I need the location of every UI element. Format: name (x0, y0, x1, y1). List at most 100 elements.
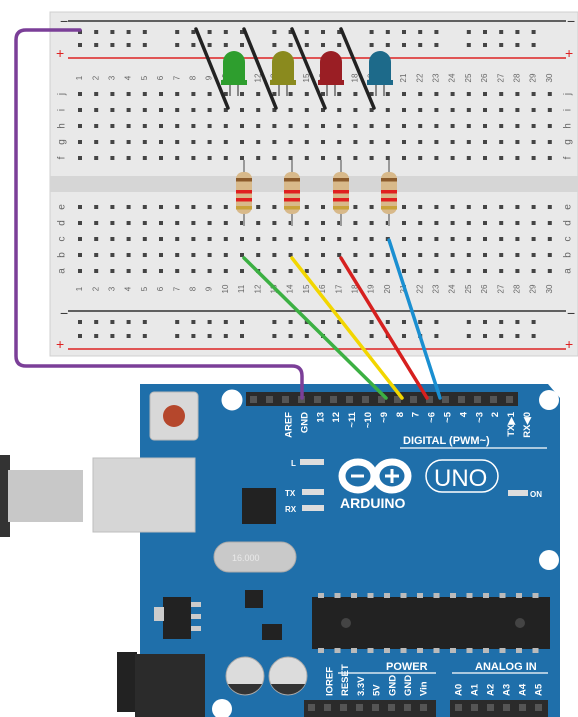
hole[interactable] (466, 205, 471, 209)
hole[interactable] (175, 205, 180, 209)
hole[interactable] (321, 140, 325, 144)
hole[interactable] (288, 124, 293, 128)
header-pin[interactable] (314, 396, 321, 403)
rail-hole[interactable] (418, 30, 423, 34)
hole[interactable] (353, 237, 358, 241)
hole[interactable] (466, 253, 471, 257)
hole[interactable] (94, 237, 99, 241)
hole[interactable] (434, 156, 439, 160)
hole[interactable] (515, 92, 520, 96)
hole[interactable] (142, 140, 147, 144)
hole[interactable] (207, 269, 212, 273)
hole[interactable] (240, 108, 244, 112)
rail-hole[interactable] (369, 43, 374, 47)
rail-hole[interactable] (337, 30, 342, 34)
hole[interactable] (434, 140, 439, 144)
hole[interactable] (499, 108, 504, 112)
header-pin[interactable] (535, 704, 542, 711)
rail-hole[interactable] (175, 43, 180, 47)
hole[interactable] (126, 253, 131, 257)
rail-hole[interactable] (272, 30, 277, 34)
hole[interactable] (159, 108, 163, 112)
rail-hole[interactable] (483, 43, 487, 47)
hole[interactable] (223, 124, 228, 128)
hole[interactable] (240, 92, 244, 96)
hole[interactable] (110, 92, 115, 96)
rail-hole[interactable] (499, 334, 504, 338)
hole[interactable] (337, 221, 342, 225)
hole[interactable] (288, 108, 293, 112)
hole[interactable] (159, 269, 163, 273)
header-pin[interactable] (426, 396, 433, 403)
hole[interactable] (369, 124, 374, 128)
rail-hole[interactable] (483, 320, 487, 324)
rail-hole[interactable] (466, 320, 471, 324)
hole[interactable] (110, 156, 115, 160)
rail-hole[interactable] (142, 30, 147, 34)
hole[interactable] (142, 156, 147, 160)
hole[interactable] (110, 221, 115, 225)
hole[interactable] (126, 92, 131, 96)
hole[interactable] (418, 156, 423, 160)
header-pin[interactable] (506, 396, 513, 403)
header-pin[interactable] (378, 396, 385, 403)
hole[interactable] (175, 92, 180, 96)
header-pin[interactable] (503, 704, 510, 711)
hole[interactable] (78, 221, 82, 225)
hole[interactable] (288, 156, 293, 160)
rail-hole[interactable] (191, 30, 196, 34)
hole[interactable] (256, 221, 261, 225)
hole[interactable] (515, 140, 520, 144)
header-pin[interactable] (388, 704, 395, 711)
rail-hole[interactable] (418, 320, 423, 324)
hole[interactable] (223, 221, 228, 225)
rail-hole[interactable] (288, 30, 293, 34)
header-pin[interactable] (471, 704, 478, 711)
hole[interactable] (142, 205, 147, 209)
hole[interactable] (110, 205, 115, 209)
rail-hole[interactable] (402, 30, 406, 34)
rail-hole[interactable] (369, 30, 374, 34)
rail-hole[interactable] (531, 320, 536, 324)
hole[interactable] (272, 140, 277, 144)
hole[interactable] (94, 92, 99, 96)
hole[interactable] (191, 221, 196, 225)
hole[interactable] (515, 156, 520, 160)
hole[interactable] (483, 237, 487, 241)
header-pin[interactable] (410, 396, 417, 403)
hole[interactable] (418, 253, 423, 257)
header-pin[interactable] (266, 396, 273, 403)
rail-hole[interactable] (288, 334, 293, 338)
rail-hole[interactable] (110, 334, 115, 338)
hole[interactable] (547, 253, 552, 257)
rail-hole[interactable] (175, 320, 180, 324)
led-blue[interactable] (369, 51, 391, 84)
hole[interactable] (288, 237, 293, 241)
wire-gnd[interactable] (14, 28, 304, 400)
hole[interactable] (126, 205, 131, 209)
hole[interactable] (531, 92, 536, 96)
hole[interactable] (402, 140, 406, 144)
hole[interactable] (321, 205, 325, 209)
rail-hole[interactable] (126, 334, 131, 338)
header-pin[interactable] (420, 704, 427, 711)
hole[interactable] (466, 108, 471, 112)
rail-hole[interactable] (385, 43, 390, 47)
rail-hole[interactable] (272, 320, 277, 324)
hole[interactable] (321, 156, 325, 160)
hole[interactable] (191, 108, 196, 112)
hole[interactable] (531, 124, 536, 128)
hole[interactable] (353, 92, 358, 96)
hole[interactable] (402, 92, 406, 96)
hole[interactable] (369, 108, 374, 112)
hole[interactable] (499, 124, 504, 128)
hole[interactable] (142, 221, 147, 225)
hole[interactable] (337, 92, 342, 96)
hole[interactable] (483, 124, 487, 128)
reset-button-cap[interactable] (163, 405, 185, 427)
hole[interactable] (369, 221, 374, 225)
hole[interactable] (483, 205, 487, 209)
hole[interactable] (110, 253, 115, 257)
rail-hole[interactable] (78, 30, 82, 34)
hole[interactable] (110, 140, 115, 144)
